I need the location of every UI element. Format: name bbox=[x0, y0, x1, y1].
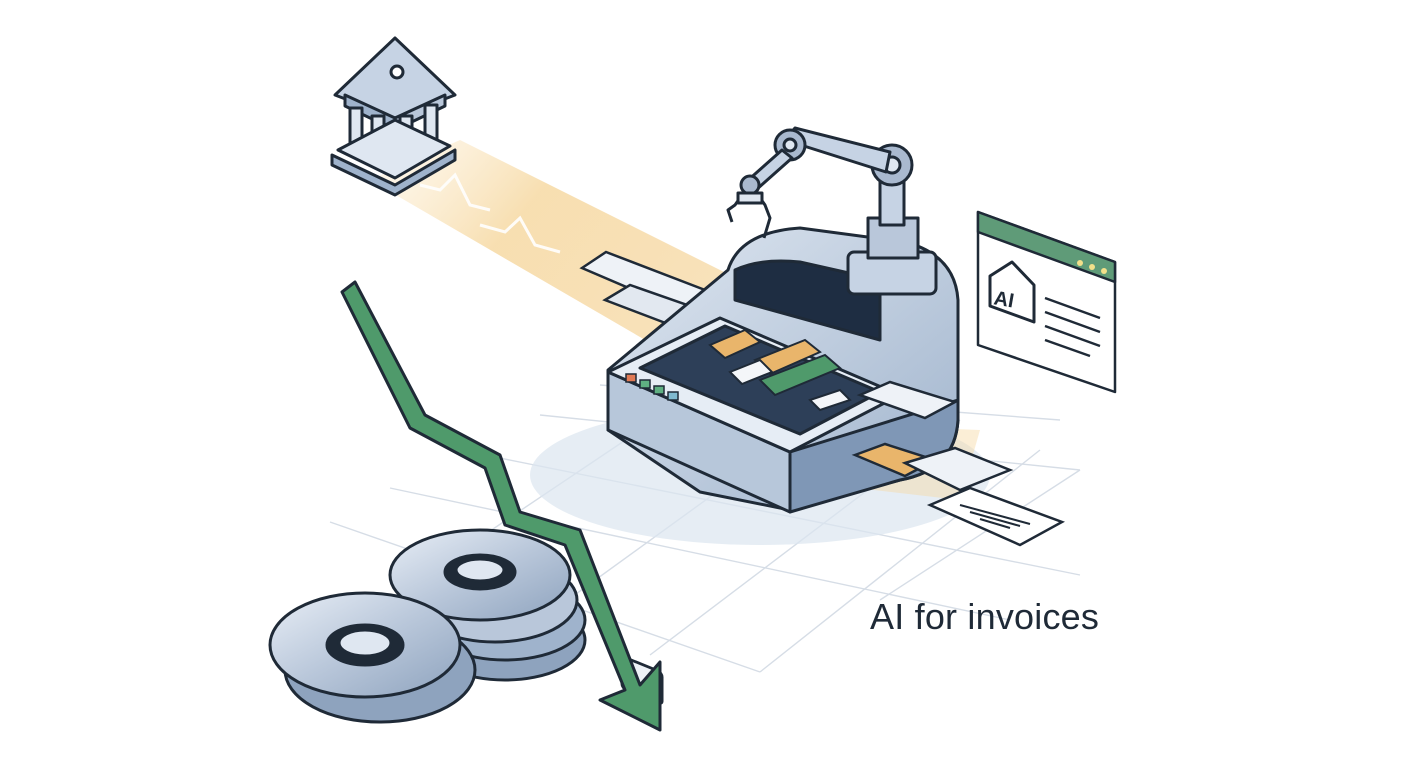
status-lights bbox=[625, 373, 679, 401]
caption-text: AI for invoices bbox=[870, 596, 1100, 637]
document-outgoing bbox=[851, 380, 1066, 547]
beam-squiggles bbox=[419, 172, 561, 254]
processing-items bbox=[708, 328, 852, 412]
coin-stack-icon bbox=[268, 528, 587, 724]
ai-window-icon bbox=[976, 210, 1117, 394]
robot-arm-icon bbox=[726, 126, 938, 296]
ai-badge-label: AI bbox=[992, 287, 1016, 312]
bank-icon bbox=[330, 36, 457, 197]
trend-down-arrow-icon bbox=[340, 280, 662, 732]
